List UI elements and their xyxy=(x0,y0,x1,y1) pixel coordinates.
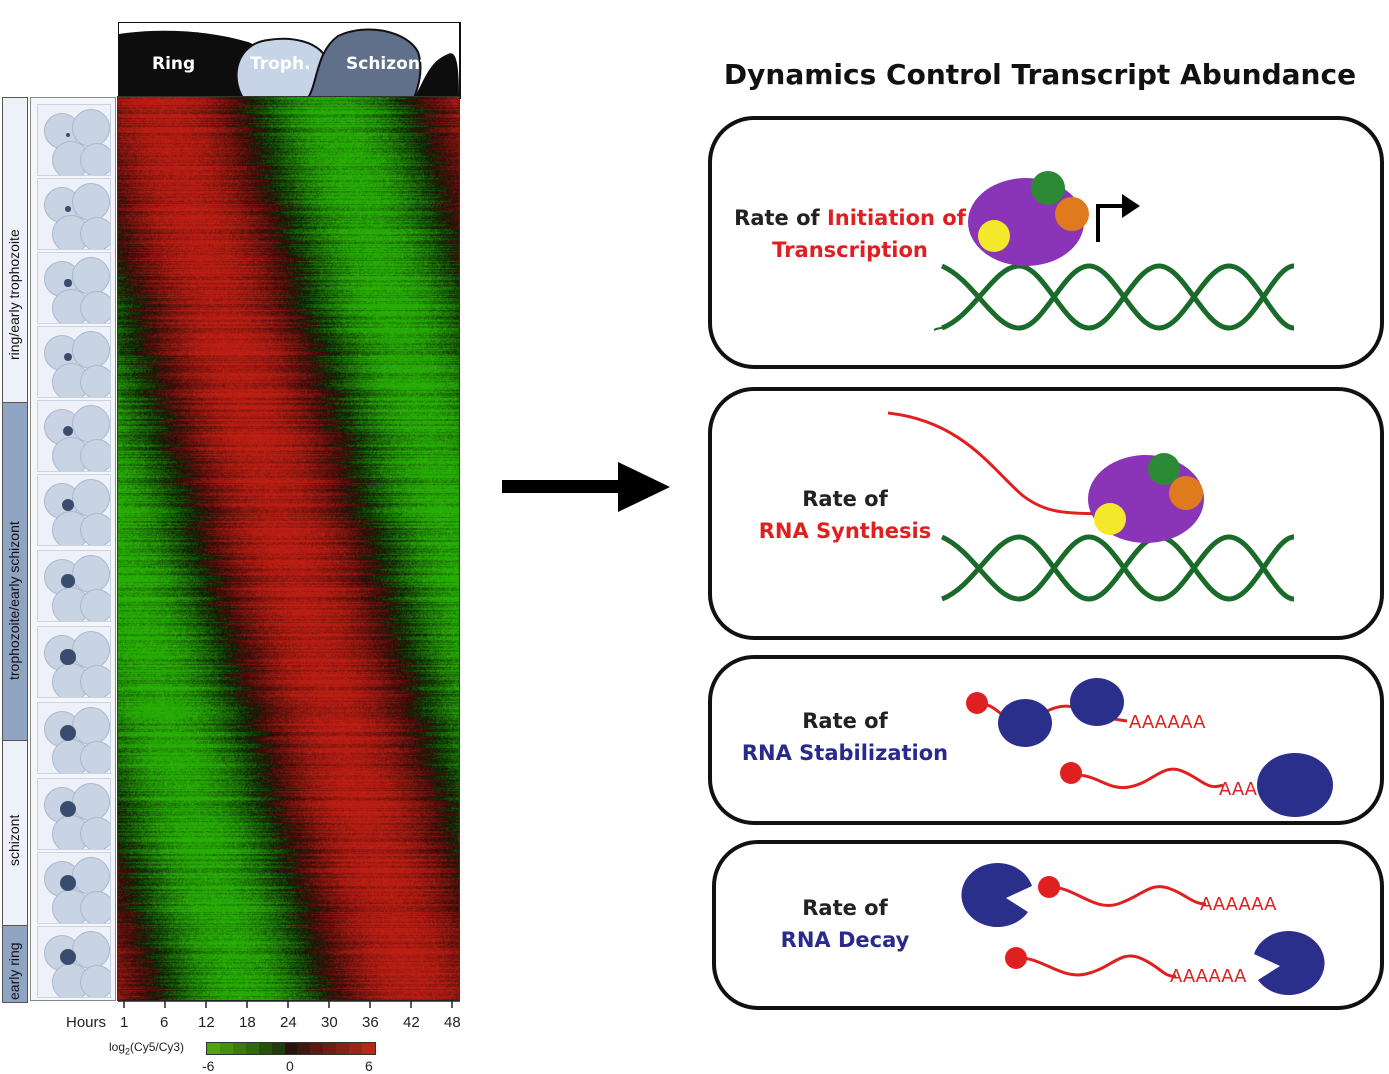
mrna-strand-icon xyxy=(1070,767,1224,790)
binding-protein-icon xyxy=(998,699,1052,747)
expression-heatmap xyxy=(118,97,460,1001)
colorbar-swatch xyxy=(207,1043,220,1054)
panel-decay: Rate of RNA Decay AAAAAA AAAAAA xyxy=(712,840,1384,1010)
panel-synthesis-text: Rate of RNA Synthesis xyxy=(758,487,932,543)
panel-decay-text: Rate of RNA Decay xyxy=(780,896,910,952)
colorbar-swatch xyxy=(245,1043,259,1054)
transcription-initiation-illustration xyxy=(934,171,1295,331)
panel-stabilization-text: Rate of RNA Stabilization xyxy=(741,709,949,765)
x-axis-label: Hours xyxy=(66,1014,107,1031)
rna-stabilization-illustration: AAAAAA AAA xyxy=(966,678,1333,817)
x-tick-label: 6 xyxy=(160,1014,169,1031)
poly-a-tail: AAAAAA xyxy=(1170,966,1247,987)
mrna-cap-icon xyxy=(966,692,988,714)
colorbar-mid: 0 xyxy=(286,1058,294,1074)
micrograph-thumbnail xyxy=(37,702,111,774)
binding-protein-icon xyxy=(1257,753,1333,817)
panel-initiation: Rate of Initiation of Transcription xyxy=(708,116,1384,369)
colorbar-swatch xyxy=(284,1043,298,1054)
poly-a-tail: AAA xyxy=(1219,779,1258,800)
side-band-ring-early-troph xyxy=(2,97,28,404)
x-tick-label: 42 xyxy=(403,1014,420,1031)
colorbar-swatch xyxy=(232,1043,246,1054)
side-label-schizont: schizont xyxy=(6,814,22,866)
colorbar xyxy=(206,1042,376,1055)
x-tick-label: 48 xyxy=(444,1014,461,1031)
colorbar-max: 6 xyxy=(365,1058,373,1074)
polymerase-complex-icon xyxy=(1088,453,1204,543)
micrograph-thumbnail xyxy=(37,626,111,698)
mrna-cap-icon xyxy=(1060,762,1082,784)
panel-stabilization: Rate of RNA Stabilization AAAAAA AAA xyxy=(708,655,1384,825)
stage-label-schizont: Schizont xyxy=(346,54,429,74)
stage-header xyxy=(118,22,461,99)
side-band-early-ring xyxy=(2,925,28,1003)
rna-decay-illustration: AAAAAA AAAAAA xyxy=(961,863,1325,996)
binding-protein-icon xyxy=(1070,678,1124,726)
mrna-strand-icon xyxy=(1015,954,1177,978)
micrograph-thumbnail xyxy=(37,326,111,398)
colorbar-label: log2(Cy5/Cy3) xyxy=(109,1040,185,1057)
dna-helix-icon xyxy=(940,534,1295,602)
x-tick-label: 1 xyxy=(120,1014,129,1031)
diagram-title: Dynamics Control Transcript Abundance xyxy=(723,58,1357,91)
poly-a-tail: AAAAAA xyxy=(1129,712,1206,733)
colorbar-swatch xyxy=(362,1043,375,1054)
side-band-troph-early-schizont xyxy=(2,402,28,742)
micrograph-thumbnail xyxy=(37,474,111,546)
side-label-early-ring: early ring xyxy=(6,942,22,1000)
right-arrow-icon xyxy=(502,462,670,512)
side-label-troph-early-schizont: trophozoite/early schizont xyxy=(6,521,22,680)
stage-label-ring: Ring xyxy=(152,54,196,74)
colorbar-swatch xyxy=(271,1043,285,1054)
exonuclease-icon xyxy=(1254,931,1325,996)
colorbar-min: -6 xyxy=(202,1058,215,1074)
x-axis-ticks xyxy=(118,1000,460,1008)
nascent-rna-icon xyxy=(887,411,1109,517)
micrograph-thumbnail xyxy=(37,926,111,998)
x-tick-label: 24 xyxy=(280,1014,297,1031)
micrograph-thumbnail xyxy=(37,178,111,250)
colorbar-swatch xyxy=(310,1043,324,1054)
x-tick-label: 18 xyxy=(239,1014,256,1031)
x-tick-label: 12 xyxy=(198,1014,215,1031)
x-tick-label: 30 xyxy=(321,1014,338,1031)
stage-label-troph: Troph. xyxy=(250,54,311,74)
exonuclease-icon xyxy=(961,863,1032,928)
colorbar-swatch xyxy=(297,1043,311,1054)
polymerase-complex-icon xyxy=(968,171,1089,266)
mrna-strand-icon xyxy=(1048,885,1207,907)
micrograph-thumbnail xyxy=(37,400,111,472)
micrograph-thumbnail xyxy=(37,550,111,622)
colorbar-swatch xyxy=(258,1043,272,1054)
micrograph-thumbnail xyxy=(37,852,111,924)
micrograph-thumbnail xyxy=(37,778,111,850)
side-label-ring-early-troph: ring/early trophozoite xyxy=(6,229,22,360)
panel-synthesis: Rate of RNA Synthesis xyxy=(708,387,1384,640)
colorbar-swatch xyxy=(349,1043,363,1054)
colorbar-swatch xyxy=(323,1043,337,1054)
colorbar-swatch xyxy=(219,1043,233,1054)
poly-a-tail: AAAAAA xyxy=(1200,894,1277,915)
transcription-start-arrow-icon xyxy=(1096,194,1140,242)
side-band-schizont xyxy=(2,740,28,927)
micrograph-thumbnail xyxy=(37,252,111,324)
rna-synthesis-illustration xyxy=(887,411,1295,602)
colorbar-swatch xyxy=(336,1043,350,1054)
panel-initiation-text: Rate of Initiation of Transcription xyxy=(734,206,966,262)
x-tick-label: 36 xyxy=(362,1014,379,1031)
dna-helix-icon xyxy=(934,263,1295,331)
micrograph-thumbnail xyxy=(37,104,111,176)
